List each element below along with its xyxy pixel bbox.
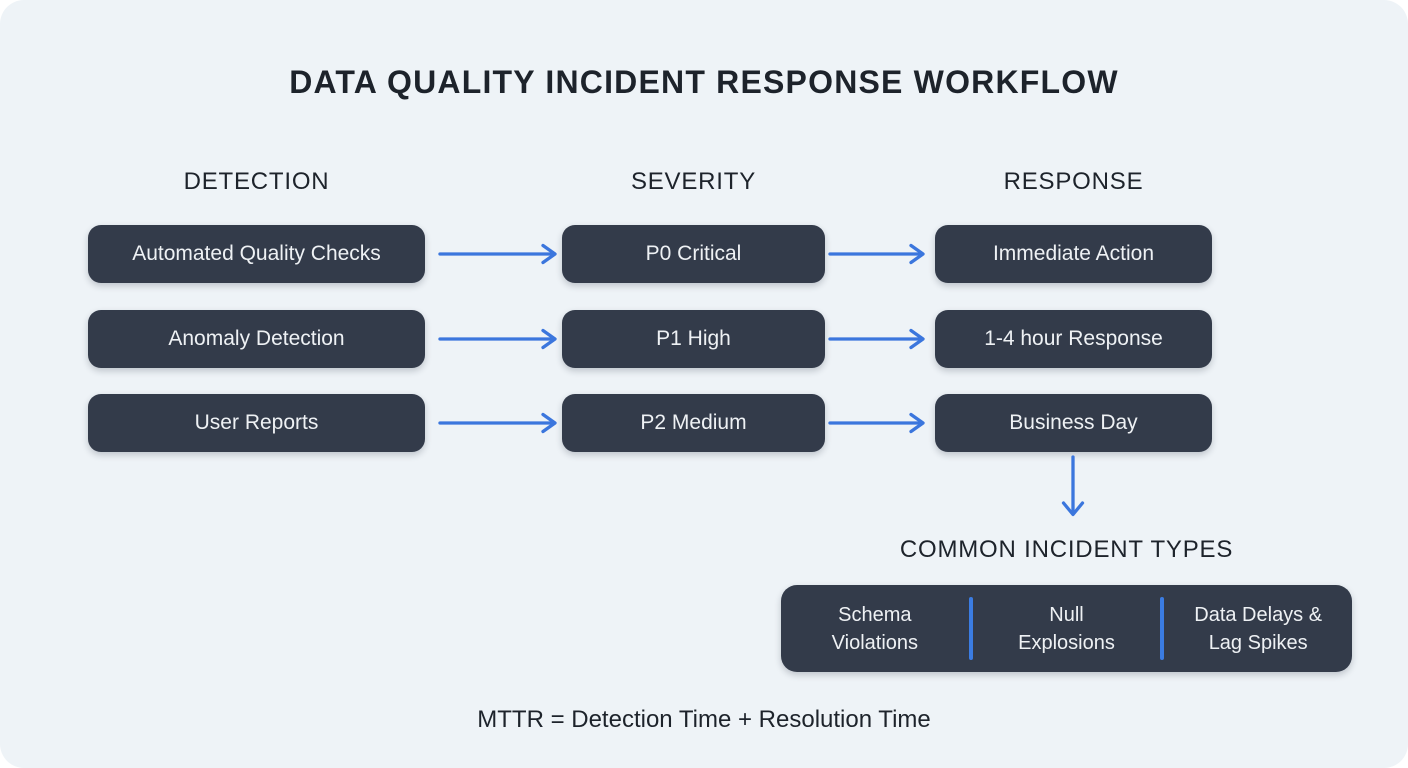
arrow-right-icon [438, 411, 560, 440]
node-user-reports: User Reports [88, 394, 425, 452]
node-p1-high: P1 High [562, 310, 825, 368]
node-p2-medium: P2 Medium [562, 394, 825, 452]
column-header-severity: SEVERITY [630, 168, 757, 195]
arrow-right-icon [438, 242, 560, 271]
node-anomaly-detection: Anomaly Detection [88, 310, 425, 368]
divider [968, 597, 973, 660]
node-immediate-action: Immediate Action [935, 225, 1212, 283]
node-1-4-hour-response: 1-4 hour Response [935, 310, 1212, 368]
arrow-right-icon [438, 327, 560, 356]
incident-type-line: Null [1049, 603, 1084, 626]
incident-type-line: Data Delays & [1194, 603, 1323, 626]
incident-types-box: Schema Violations Null Explosions Data D… [781, 585, 1352, 672]
arrow-down-icon [1059, 455, 1087, 530]
divider [1160, 597, 1165, 660]
arrow-right-icon [828, 242, 928, 271]
incident-type-data-delays: Data Delays & Lag Spikes [1164, 585, 1352, 672]
incident-type-schema-violations: Schema Violations [781, 585, 969, 672]
arrow-right-icon [828, 411, 928, 440]
node-business-day: Business Day [935, 394, 1212, 452]
incident-type-line: Lag Spikes [1208, 631, 1308, 654]
incident-type-line: Schema [838, 603, 912, 626]
arrow-right-icon [828, 327, 928, 356]
incident-type-line: Violations [831, 631, 919, 654]
mttr-formula: MTTR = Detection Time + Resolution Time [477, 706, 931, 733]
incident-type-null-explosions: Null Explosions [973, 585, 1161, 672]
page-title: DATA QUALITY INCIDENT RESPONSE WORKFLOW [289, 64, 1119, 100]
column-header-detection: DETECTION [183, 168, 330, 195]
incident-type-line: Explosions [1018, 631, 1115, 654]
column-header-response: RESPONSE [1003, 168, 1144, 195]
node-p0-critical: P0 Critical [562, 225, 825, 283]
node-automated-quality-checks: Automated Quality Checks [88, 225, 425, 283]
incident-types-header: COMMON INCIDENT TYPES [899, 536, 1234, 563]
